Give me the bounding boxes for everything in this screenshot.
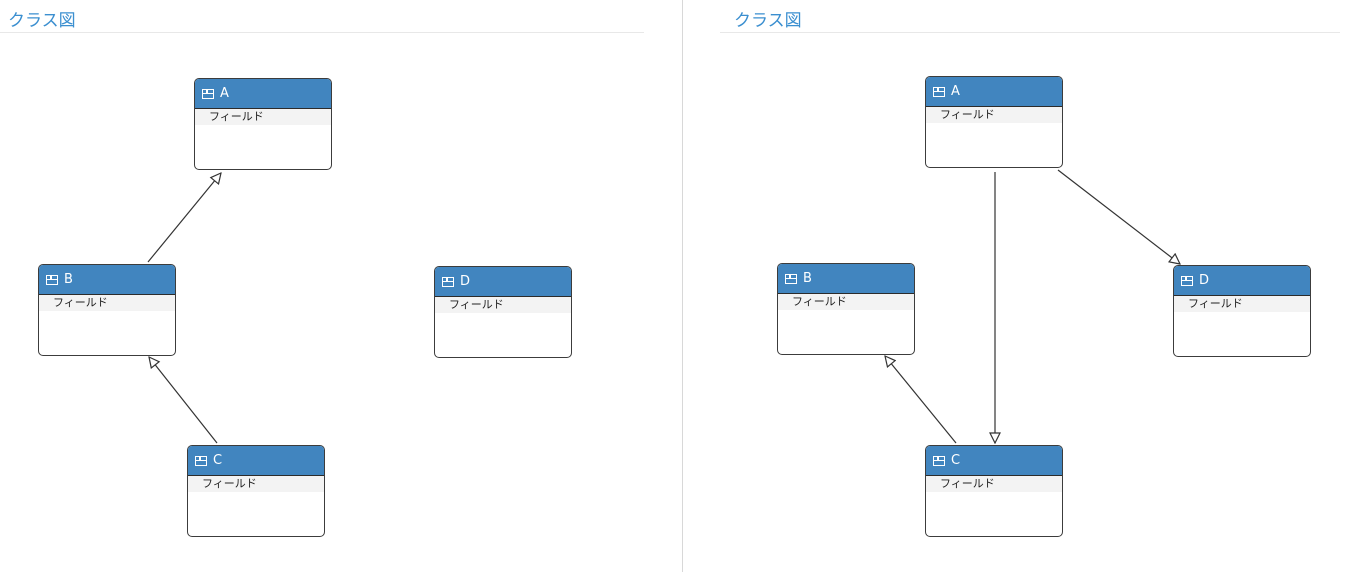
relations-layer	[147, 0, 682, 444]
fields-section-label: フィールド	[435, 297, 571, 313]
fields-section-label: フィールド	[188, 476, 324, 492]
class-header: A	[195, 79, 331, 109]
relation-c-to-b[interactable]	[885, 356, 957, 444]
class-box-c[interactable]: C フィールド	[925, 445, 1063, 537]
panel-title: クラス図	[734, 11, 802, 31]
class-header: C	[188, 446, 324, 476]
class-box-b[interactable]: B フィールド	[777, 263, 915, 355]
class-name: B	[803, 271, 812, 286]
class-box-a[interactable]: A フィールド	[925, 76, 1063, 168]
class-name: D	[460, 274, 471, 289]
class-header: D	[1174, 266, 1310, 296]
class-icon	[195, 455, 207, 466]
class-header: B	[778, 264, 914, 294]
relation-b-to-a[interactable]	[147, 173, 221, 263]
title-divider	[720, 32, 1340, 33]
class-header: D	[435, 267, 571, 297]
class-name: C	[951, 453, 961, 468]
class-name: D	[1199, 273, 1210, 288]
diagram-panel-left: クラス図 A フィールド B フィールド C フィールド	[0, 0, 682, 537]
fields-section-label: フィールド	[39, 295, 175, 311]
class-name: A	[951, 84, 960, 99]
fields-section-label: フィールド	[926, 476, 1062, 492]
fields-section-label: フィールド	[926, 107, 1062, 123]
class-icon	[933, 86, 945, 97]
class-header: B	[39, 265, 175, 295]
class-box-d[interactable]: D フィールド	[434, 266, 572, 358]
class-icon	[1181, 275, 1193, 286]
class-header: A	[926, 77, 1062, 107]
fields-section-label: フィールド	[1174, 296, 1310, 312]
class-icon	[785, 273, 797, 284]
relation-c-to-b[interactable]	[149, 357, 218, 444]
fields-section-label: フィールド	[778, 294, 914, 310]
class-name: C	[213, 453, 223, 468]
panel-title: クラス図	[8, 11, 76, 31]
class-box-d[interactable]: D フィールド	[1173, 265, 1311, 357]
class-box-a[interactable]: A フィールド	[194, 78, 332, 170]
relations-layer	[684, 169, 1346, 572]
class-box-b[interactable]: B フィールド	[38, 264, 176, 356]
class-icon	[46, 274, 58, 285]
class-icon	[933, 455, 945, 466]
fields-section-label: フィールド	[195, 109, 331, 125]
class-box-c[interactable]: C フィールド	[187, 445, 325, 537]
class-header: C	[926, 446, 1062, 476]
diagram-panel-right: クラス図 A フィールド B フィールド C フィールド	[684, 0, 1346, 572]
title-divider	[0, 32, 644, 33]
relation-a-to-d[interactable]	[1057, 169, 1180, 264]
panel-divider	[682, 0, 683, 572]
class-icon	[442, 276, 454, 287]
class-name: B	[64, 272, 73, 287]
class-name: A	[220, 86, 229, 101]
class-icon	[202, 88, 214, 99]
